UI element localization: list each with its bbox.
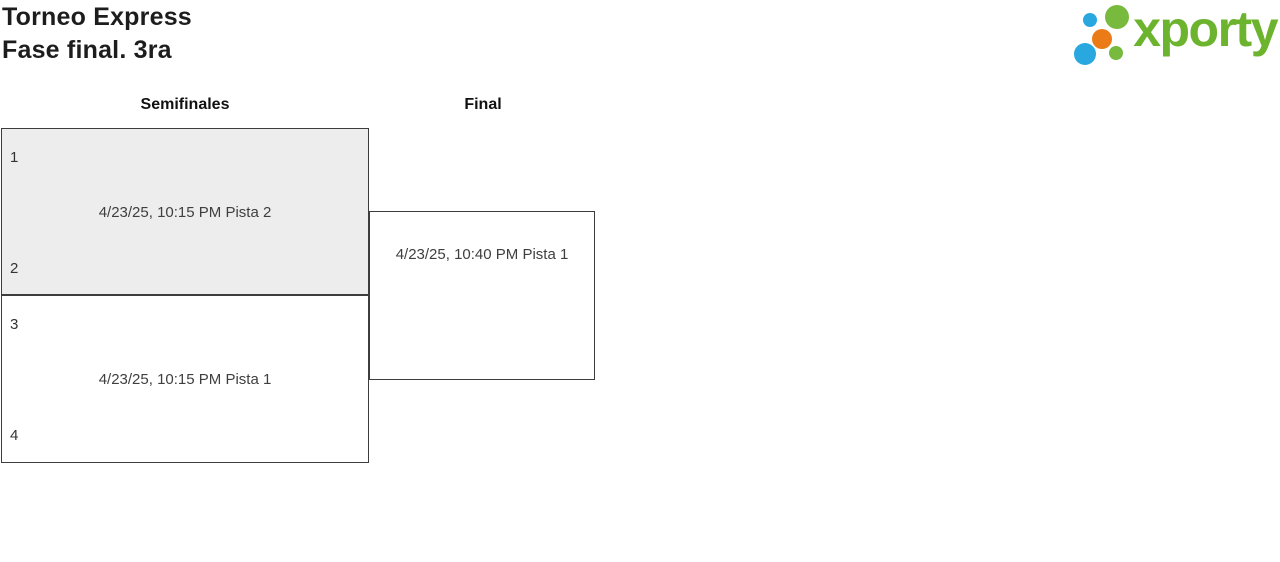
match-semifinal-1[interactable]: 1 4/23/25, 10:15 PM Pista 2 2 [1, 128, 369, 295]
match-schedule: 4/23/25, 10:40 PM Pista 1 [395, 246, 569, 263]
tournament-title: Torneo Express [2, 3, 192, 31]
round-header-semifinales: Semifinales [140, 96, 230, 113]
page-header: Torneo Express Fase final. 3ra [2, 1, 192, 67]
xporty-dots-icon [1074, 5, 1130, 65]
seed-label-2: 2 [10, 260, 19, 277]
match-semifinal-2[interactable]: 3 4/23/25, 10:15 PM Pista 1 4 [1, 295, 369, 463]
seed-label-1: 1 [10, 149, 19, 166]
match-schedule: 4/23/25, 10:15 PM Pista 1 [98, 371, 272, 388]
round-header-final: Final [464, 96, 502, 113]
phase-subtitle: Fase final. 3ra [2, 36, 172, 64]
match-final[interactable]: 4/23/25, 10:40 PM Pista 1 [369, 211, 595, 380]
seed-label-3: 3 [10, 316, 19, 333]
xporty-logo[interactable]: xporty [1073, 1, 1278, 66]
seed-label-4: 4 [10, 427, 19, 444]
xporty-logo-text: xporty [1133, 1, 1278, 57]
match-schedule: 4/23/25, 10:15 PM Pista 2 [98, 204, 272, 221]
